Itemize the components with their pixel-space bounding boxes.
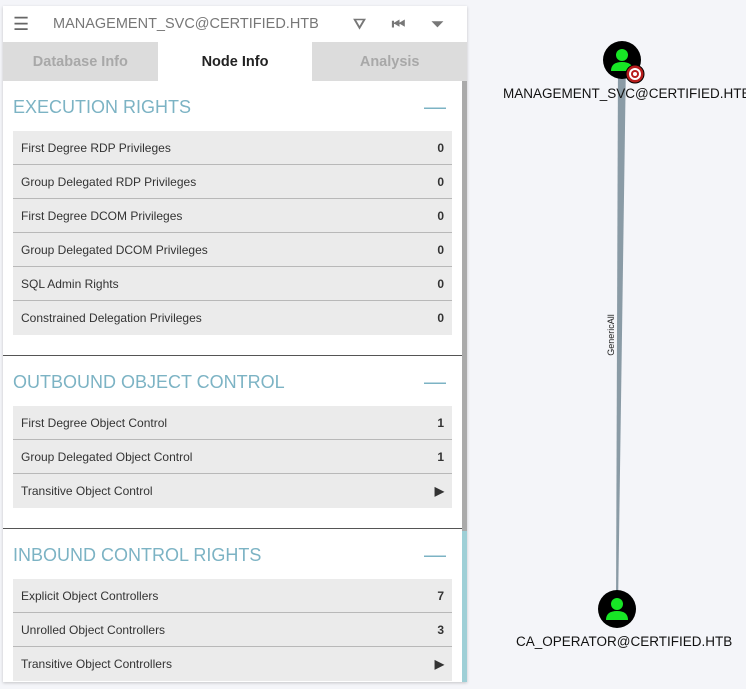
section-title: EXECUTION RIGHTS [13, 96, 192, 117]
stat-row[interactable]: Constrained Delegation Privileges 0 [13, 301, 452, 335]
target-icon [625, 64, 645, 84]
node-info-content: EXECUTION RIGHTS — First Degree RDP Privil… [3, 81, 462, 682]
stat-row[interactable]: Unrolled Object Controllers 3 [13, 613, 452, 647]
section-outbound-object-control: OUTBOUND OBJECT CONTROL — First Degree Obj… [3, 356, 462, 529]
stat-value[interactable]: 0 [437, 208, 444, 223]
collapse-icon[interactable]: — [424, 369, 446, 394]
stat-label: Constrained Delegation Privileges [21, 311, 202, 325]
section-title: OUTBOUND OBJECT CONTROL [13, 371, 285, 392]
section-execution-rights: EXECUTION RIGHTS — First Degree RDP Privil… [3, 81, 462, 356]
filter-icon[interactable]: ⏷ [431, 15, 444, 33]
stat-label: SQL Admin Rights [21, 276, 119, 291]
stat-value[interactable]: 0 [437, 174, 444, 189]
collapse-icon[interactable]: — [424, 542, 446, 567]
section-header[interactable]: OUTBOUND OBJECT CONTROL — [13, 356, 452, 406]
section-inbound-control-rights: INBOUND CONTROL RIGHTS — Explicit Object C… [3, 529, 462, 682]
stat-value[interactable]: 0 [437, 140, 444, 155]
node-label-target: CA_OPERATOR@CERTIFIED.HTB [516, 634, 733, 649]
stat-label: Transitive Object Control [21, 484, 153, 498]
stat-label: Unrolled Object Controllers [21, 622, 166, 637]
search-node-input[interactable]: MANAGEMENT_SVC@CERTIFIED.HTB [53, 16, 319, 32]
stat-value[interactable]: ▶ [434, 657, 444, 671]
user-node-ca-operator[interactable] [598, 590, 636, 628]
stat-row[interactable]: First Degree Object Control 1 [13, 406, 452, 440]
panel-header: ☰ MANAGEMENT_SVC@CERTIFIED.HTB ⛛ ⏮ ⏷ [3, 6, 467, 42]
stat-row[interactable]: Transitive Object Control ▶ [13, 474, 452, 508]
user-icon [606, 598, 628, 620]
stat-value[interactable]: 1 [437, 449, 444, 464]
stat-value[interactable]: ▶ [434, 484, 444, 498]
stat-row[interactable]: Group Delegated DCOM Privileges 0 [13, 233, 452, 267]
stat-row[interactable]: Group Delegated Object Control 1 [13, 440, 452, 474]
stat-value[interactable]: 1 [437, 415, 444, 430]
node-label-source: MANAGEMENT_SVC@CERTIFIED.HTB [503, 86, 746, 101]
stat-label: Group Delegated Object Control [21, 449, 193, 464]
stat-row[interactable]: First Degree RDP Privileges 0 [13, 131, 452, 165]
tab-analysis[interactable]: Analysis [312, 42, 467, 81]
stat-row[interactable]: First Degree DCOM Privileges 0 [13, 199, 452, 233]
stat-row[interactable]: Group Delegated RDP Privileges 0 [13, 165, 452, 199]
pathfinding-icon[interactable]: ⛛ [353, 15, 366, 33]
section-title: INBOUND CONTROL RIGHTS [13, 544, 262, 565]
stat-value[interactable]: 0 [437, 276, 444, 291]
tab-node-info[interactable]: Node Info [157, 42, 313, 81]
stat-label: Group Delegated DCOM Privileges [21, 242, 208, 257]
user-node-management-svc[interactable] [603, 41, 645, 84]
collapse-icon[interactable]: — [424, 94, 446, 119]
stat-value[interactable]: 0 [437, 242, 444, 257]
stat-row[interactable]: Explicit Object Controllers 7 [13, 579, 452, 613]
stat-value[interactable]: 0 [437, 311, 444, 325]
stat-row[interactable]: Transitive Object Controllers ▶ [13, 647, 452, 681]
hamburger-icon[interactable]: ☰ [13, 13, 30, 34]
stat-label: First Degree RDP Privileges [21, 140, 171, 155]
edge-label: GenericAll [606, 314, 616, 356]
side-panel: ☰ MANAGEMENT_SVC@CERTIFIED.HTB ⛛ ⏮ ⏷ Dat… [3, 6, 467, 682]
stat-value[interactable]: 3 [437, 622, 444, 637]
scrollbar-thumb[interactable] [462, 81, 467, 531]
section-header[interactable]: INBOUND CONTROL RIGHTS — [13, 529, 452, 579]
stat-row[interactable]: SQL Admin Rights 0 [13, 267, 452, 301]
stat-label: First Degree DCOM Privileges [21, 208, 183, 223]
stat-label: Transitive Object Controllers [21, 657, 172, 671]
stat-value[interactable]: 7 [437, 588, 444, 603]
stat-label: First Degree Object Control [21, 415, 168, 430]
tab-database-info[interactable]: Database Info [3, 42, 158, 81]
stat-label: Group Delegated RDP Privileges [21, 174, 197, 189]
section-header[interactable]: EXECUTION RIGHTS — [13, 81, 452, 131]
stat-label: Explicit Object Controllers [21, 588, 159, 603]
graph-canvas[interactable]: GenericAll MANAGEMENT_SVC@CERTIFIED.HTB … [467, 0, 746, 689]
edge-genericall[interactable] [616, 60, 626, 608]
scrollbar[interactable] [462, 81, 467, 682]
back-icon[interactable]: ⏮ [391, 15, 406, 33]
